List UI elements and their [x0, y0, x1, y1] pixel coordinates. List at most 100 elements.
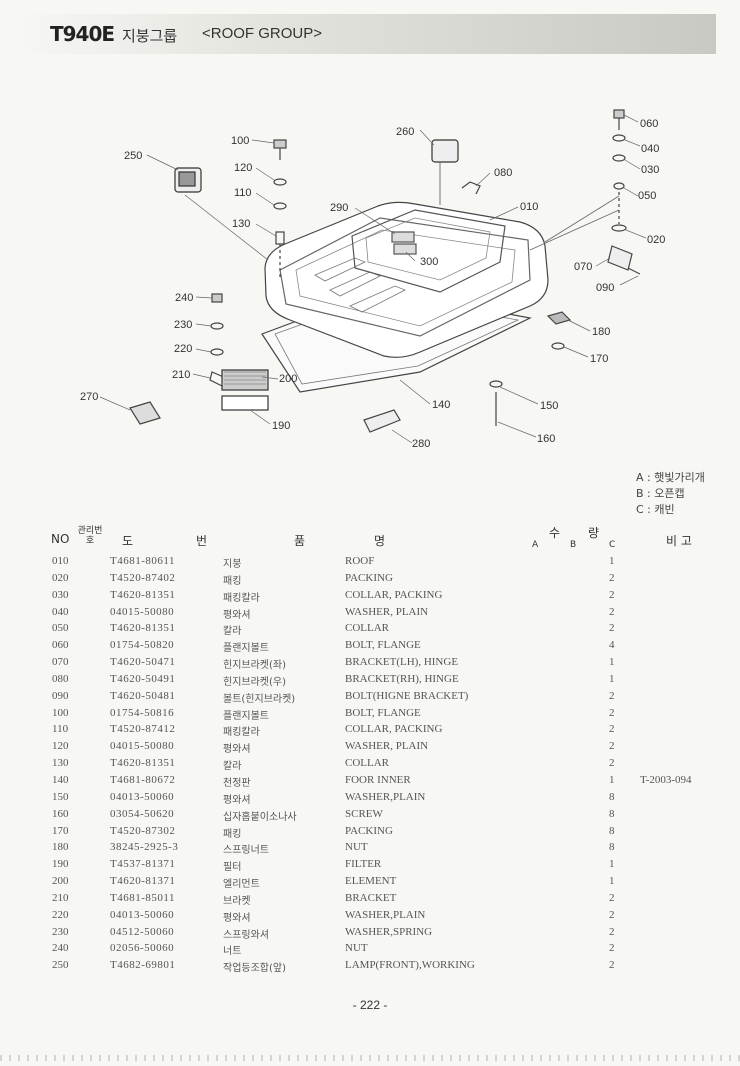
callout-100: 100	[231, 135, 249, 147]
row-qty: 8	[609, 790, 615, 803]
row-part-number: T4620-81351	[110, 757, 176, 770]
row-name-ko: 필터	[223, 862, 242, 874]
row-name-en: NUT	[345, 841, 368, 854]
header-drawing-a: 도	[122, 534, 134, 548]
callout-060: 060	[640, 118, 658, 130]
row-no: 020	[52, 571, 69, 584]
row-name-ko: 볼트(힌지브라켓)	[223, 693, 296, 705]
row-part-number: T4620-81371	[110, 875, 176, 888]
callout-250: 250	[124, 150, 142, 162]
row-name-ko: 칼라	[223, 761, 242, 773]
row-name-ko: 힌지브라켓(좌)	[223, 660, 287, 672]
legend-b: B : 오픈캡	[636, 487, 685, 500]
row-qty: 2	[609, 757, 615, 770]
row-qty: 1	[609, 555, 615, 567]
row-qty: 2	[609, 571, 615, 584]
row-name-ko: 브라켓	[223, 895, 251, 907]
callout-090: 090	[596, 282, 614, 294]
row-no: 240	[52, 942, 69, 955]
row-no: 190	[52, 858, 69, 871]
row-qty: 8	[609, 824, 615, 837]
row-no: 160	[52, 807, 69, 820]
callout-130: 130	[232, 218, 250, 230]
row-name-en: WASHER,SPRING	[345, 925, 433, 938]
row-part-number: T4620-81351	[110, 622, 176, 635]
header-mgmt-no: 관리번호	[77, 526, 103, 546]
callout-030: 030	[641, 164, 659, 176]
callout-220: 220	[174, 343, 192, 355]
callout-150: 150	[540, 400, 558, 412]
row-name-en: BOLT(HIGNE BRACKET)	[345, 689, 469, 702]
row-no: 230	[52, 925, 69, 938]
hatch-frame-shape	[351, 209, 506, 293]
row-remarks: T-2003-094	[640, 773, 692, 786]
row-qty: 2	[609, 740, 615, 753]
row-qty: 1	[609, 656, 615, 669]
row-qty: 4	[609, 639, 615, 652]
row-part-number: T4681-80672	[110, 773, 176, 786]
row-qty: 2	[609, 908, 615, 921]
row-name-en: BRACKET	[345, 891, 397, 904]
callout-140: 140	[432, 399, 450, 411]
roof-exploded-diagram: 010 020 030 040 050 060 070 080 090 100 …	[80, 109, 665, 450]
row-part-number: T4620-50471	[110, 656, 176, 669]
row-name-ko: 플랜지볼트	[223, 643, 269, 655]
callout-230: 230	[174, 319, 192, 331]
header-name-a: 품	[294, 534, 306, 548]
row-qty: 1	[609, 875, 615, 888]
callout-180: 180	[592, 326, 610, 338]
row-name-en: PACKING	[345, 824, 393, 837]
row-qty: 2	[609, 622, 615, 635]
row-qty: 2	[609, 959, 615, 972]
row-name-ko: 패킹칼라	[223, 592, 260, 604]
header-name-b: 명	[374, 534, 386, 548]
row-name-en: WASHER, PLAIN	[345, 740, 429, 753]
table-row: 130 T4620-81351 칼라 COLLAR 2	[0, 757, 740, 774]
row-part-number: T4681-80611	[110, 555, 175, 567]
row-no: 100	[52, 706, 69, 719]
row-name-ko: 스프링와셔	[223, 929, 269, 941]
row-qty: 2	[609, 942, 615, 955]
row-name-en: BOLT, FLANGE	[345, 639, 421, 652]
type-legend: A : 햇빛가리개 B : 오픈캡 C : 캐빈	[636, 470, 705, 518]
row-part-number: 02056-50060	[110, 942, 175, 955]
row-name-en: ROOF	[345, 555, 375, 567]
row-part-number: T4681-85011	[110, 891, 175, 904]
header-drawing-b: 번	[196, 534, 208, 548]
row-part-number: 03054-50620	[110, 807, 175, 820]
callout-300: 300	[420, 256, 438, 268]
row-qty: 2	[609, 706, 615, 719]
row-qty: 2	[609, 723, 615, 736]
row-part-number: 01754-50820	[110, 639, 175, 652]
callout-050: 050	[638, 190, 656, 202]
row-name-en: COLLAR, PACKING	[345, 723, 443, 736]
row-qty: 2	[609, 925, 615, 938]
row-name-en: COLLAR	[345, 757, 389, 770]
row-name-en: COLLAR, PACKING	[345, 588, 443, 601]
callout-290: 290	[330, 202, 348, 214]
row-name-ko: 스프링너트	[223, 845, 269, 857]
row-qty: 2	[609, 605, 615, 618]
row-part-number: T4520-87412	[110, 723, 176, 736]
row-name-en: LAMP(FRONT),WORKING	[345, 959, 475, 972]
row-part-number: 04013-50060	[110, 908, 175, 921]
table-row: 230 04512-50060 스프링와셔 WASHER,SPRING 2	[0, 926, 740, 943]
row-name-ko: 지붕	[223, 559, 242, 570]
row-name-en: WASHER,PLAIN	[345, 790, 426, 803]
row-qty: 1	[609, 672, 615, 685]
row-part-number: 04512-50060	[110, 925, 175, 938]
row-name-ko: 칼라	[223, 626, 242, 638]
row-no: 050	[52, 622, 69, 635]
row-no: 130	[52, 757, 69, 770]
row-no: 150	[52, 790, 69, 803]
